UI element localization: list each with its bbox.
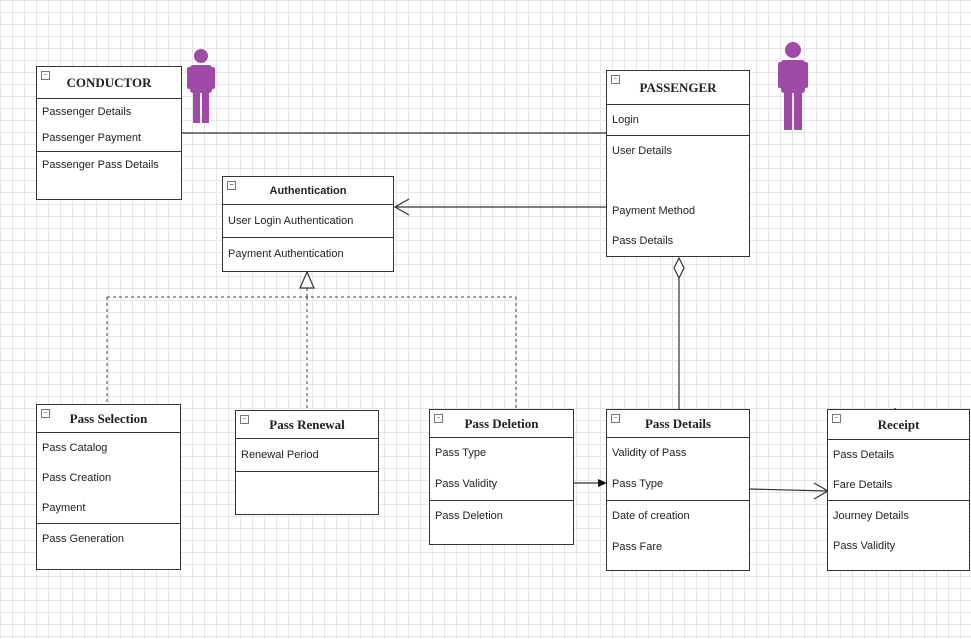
class-attribute: Pass Validity: [833, 540, 896, 552]
class-attribute: Pass Validity: [435, 478, 498, 490]
class-attribute: Passenger Payment: [42, 132, 142, 144]
class-name: Authentication: [269, 184, 347, 197]
class-attribute: Pass Details: [612, 235, 674, 247]
collapse-toggle-icon[interactable]: −: [240, 415, 249, 424]
class-name: CONDUCTOR: [66, 74, 152, 90]
class-title-pass-details: − Pass Details: [607, 410, 749, 438]
class-name: Receipt: [877, 416, 920, 432]
class-attribute: Pass Type: [612, 478, 664, 490]
class-attribute: Fare Details: [833, 479, 893, 491]
class-section: Login: [607, 105, 749, 136]
class-section: [236, 472, 378, 504]
class-title-pass-deletion: − Pass Deletion: [430, 410, 573, 438]
class-attribute: Renewal Period: [241, 449, 319, 461]
class-attribute: Pass Details: [833, 449, 895, 461]
class-section: User Login Authentication: [223, 205, 393, 238]
class-title-pass-renewal: − Pass Renewal: [236, 411, 378, 439]
class-attribute: Pass Fare: [612, 541, 663, 553]
class-section: Passenger Pass Details: [37, 152, 181, 178]
class-section: Pass Deletion: [430, 501, 573, 532]
class-attribute: Pass Type: [435, 447, 487, 459]
class-title-receipt: − Receipt: [828, 410, 969, 440]
class-name: Pass Selection: [69, 410, 148, 426]
class-attribute: Passenger Details: [42, 106, 132, 118]
class-title-authentication: − Authentication: [223, 177, 393, 205]
class-attribute: Payment Authentication: [228, 248, 344, 260]
class-attribute: Pass Deletion: [435, 510, 503, 522]
arrowhead-authentication: [393, 198, 410, 216]
class-name: PASSENGER: [639, 79, 717, 95]
collapse-toggle-icon[interactable]: −: [41, 71, 50, 80]
class-name: Pass Renewal: [269, 416, 345, 432]
collapse-toggle-icon[interactable]: −: [611, 75, 620, 84]
class-title-conductor: − CONDUCTOR: [37, 67, 181, 99]
class-attribute: Date of creation: [612, 510, 690, 522]
class-section: Renewal Period: [236, 439, 378, 472]
class-title-pass-selection: − Pass Selection: [37, 405, 180, 433]
class-section: Pass Generation: [37, 524, 180, 554]
class-attribute: Journey Details: [833, 510, 909, 522]
class-section: Payment Authentication: [223, 238, 393, 270]
class-attribute: Pass Catalog: [42, 442, 108, 454]
collapse-toggle-icon[interactable]: −: [434, 414, 443, 423]
arrowhead-pass-details: [598, 479, 607, 487]
passenger-actor-icon: [778, 42, 808, 130]
class-name: Pass Details: [644, 415, 712, 431]
class-attribute: Login: [612, 114, 639, 126]
collapse-toggle-icon[interactable]: −: [611, 414, 620, 423]
class-attribute: User Login Authentication: [228, 215, 354, 227]
collapse-toggle-icon[interactable]: −: [41, 409, 50, 418]
class-attribute: Pass Generation: [42, 533, 124, 545]
class-attribute: Payment: [42, 502, 86, 514]
class-attribute: User Details: [612, 145, 672, 157]
conductor-actor-icon: [187, 49, 215, 123]
class-name: Pass Deletion: [464, 415, 539, 431]
collapse-toggle-icon[interactable]: −: [227, 181, 236, 190]
class-attribute: Pass Creation: [42, 472, 112, 484]
association-details-to-receipt: [748, 488, 829, 492]
collapse-toggle-icon[interactable]: −: [832, 414, 841, 423]
class-title-passenger: − PASSENGER: [607, 71, 749, 105]
class-attribute: [607, 166, 749, 196]
generalization-triangle: [299, 270, 315, 289]
class-attribute: Validity of Pass: [612, 447, 687, 459]
class-attribute: Passenger Pass Details: [42, 159, 159, 171]
aggregation-diamond: [673, 256, 685, 280]
class-attribute: Payment Method: [612, 205, 696, 217]
